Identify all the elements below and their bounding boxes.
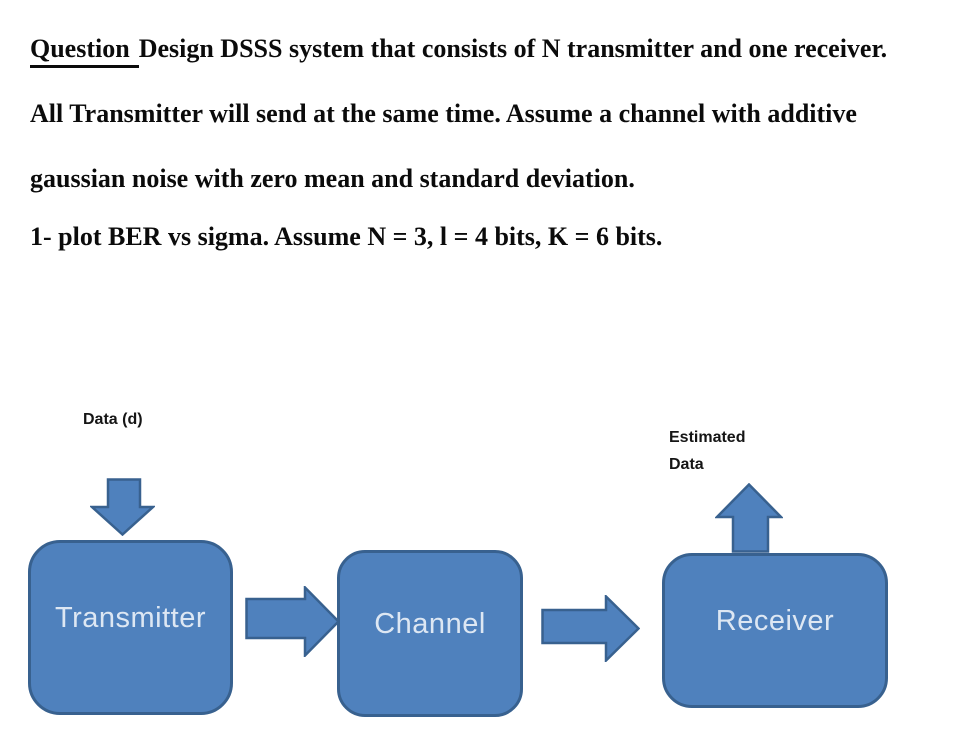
block-channel-label: Channel (374, 608, 486, 640)
estimated-data-label-line-1: Estimated (669, 429, 746, 446)
down-arrow-icon (90, 478, 155, 536)
question-line-2: All Transmitter will send at the same ti… (30, 99, 857, 128)
estimated-data-label: Estimated Data (669, 424, 745, 478)
up-arrow-icon (715, 483, 783, 553)
right-arrow-channel-to-receiver-icon (541, 595, 640, 662)
estimated-data-label-line-2: Data (669, 456, 704, 473)
block-transmitter-label: Transmitter (54, 602, 207, 634)
data-input-label: Data (d) (83, 411, 143, 428)
question-item-1: 1- plot BER vs sigma. Assume N = 3, l = … (30, 222, 663, 251)
block-receiver: Receiver (662, 553, 888, 708)
question-line-1-text: Design DSSS system that consists of N tr… (138, 34, 888, 63)
right-arrow-transmitter-to-channel-icon (245, 586, 340, 657)
question-line-3: gaussian noise with zero mean and standa… (30, 164, 635, 193)
block-transmitter: Transmitter (28, 540, 233, 715)
block-channel: Channel (337, 550, 523, 717)
block-receiver-label: Receiver (715, 605, 835, 637)
question-label: Question (30, 34, 139, 68)
